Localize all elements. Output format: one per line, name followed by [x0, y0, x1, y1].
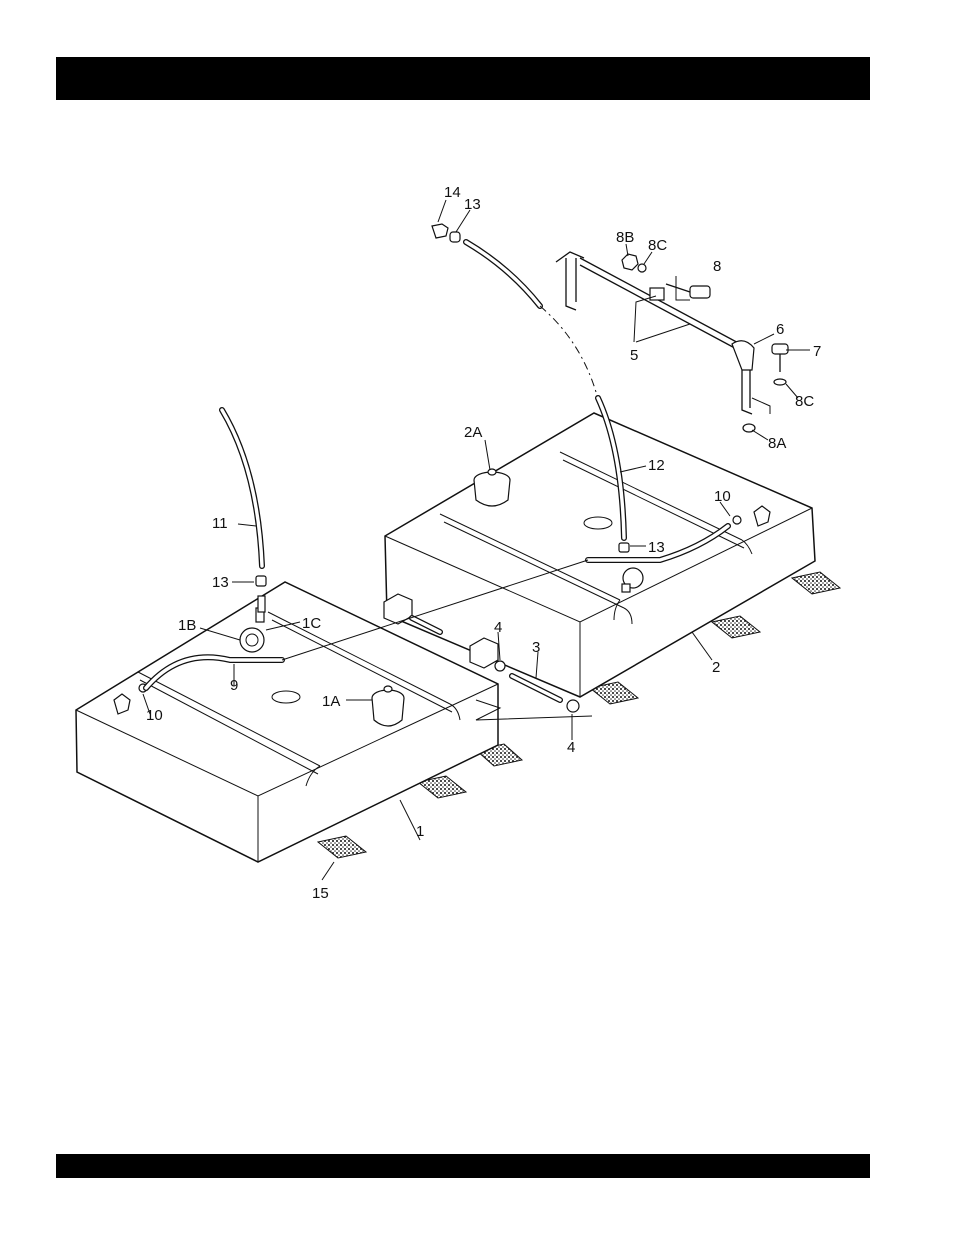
label-1: 1	[416, 823, 424, 840]
label-8c-upper: 8C	[648, 237, 667, 254]
label-8b: 8B	[616, 229, 634, 246]
label-13-left: 13	[212, 574, 229, 591]
label-1b: 1B	[178, 617, 196, 634]
label-8a: 8A	[768, 435, 786, 452]
label-8c-lower: 8C	[795, 393, 814, 410]
label-7: 7	[813, 343, 821, 360]
fuel-cap-1a	[372, 686, 404, 726]
fuel-tank-2	[385, 413, 815, 697]
label-3: 3	[532, 639, 540, 656]
label-13-top: 13	[464, 196, 481, 213]
label-13-middle: 13	[648, 539, 665, 556]
label-11: 11	[212, 515, 228, 532]
tank-bracket	[556, 252, 788, 432]
label-10-right: 10	[714, 488, 731, 505]
fuel-cap-2a	[474, 469, 510, 506]
label-2: 2	[712, 659, 720, 676]
label-1a: 1A	[322, 693, 340, 710]
label-9: 9	[230, 677, 238, 694]
label-15: 15	[312, 885, 329, 902]
label-10-left: 10	[146, 707, 163, 724]
label-12: 12	[648, 457, 665, 474]
label-14: 14	[444, 184, 461, 201]
label-8: 8	[713, 258, 721, 275]
label-1c: 1C	[302, 615, 321, 632]
label-4-upper: 4	[494, 619, 502, 636]
label-2a: 2A	[464, 424, 482, 441]
label-4-lower: 4	[567, 739, 575, 756]
label-6: 6	[776, 321, 784, 338]
label-5: 5	[630, 347, 638, 364]
